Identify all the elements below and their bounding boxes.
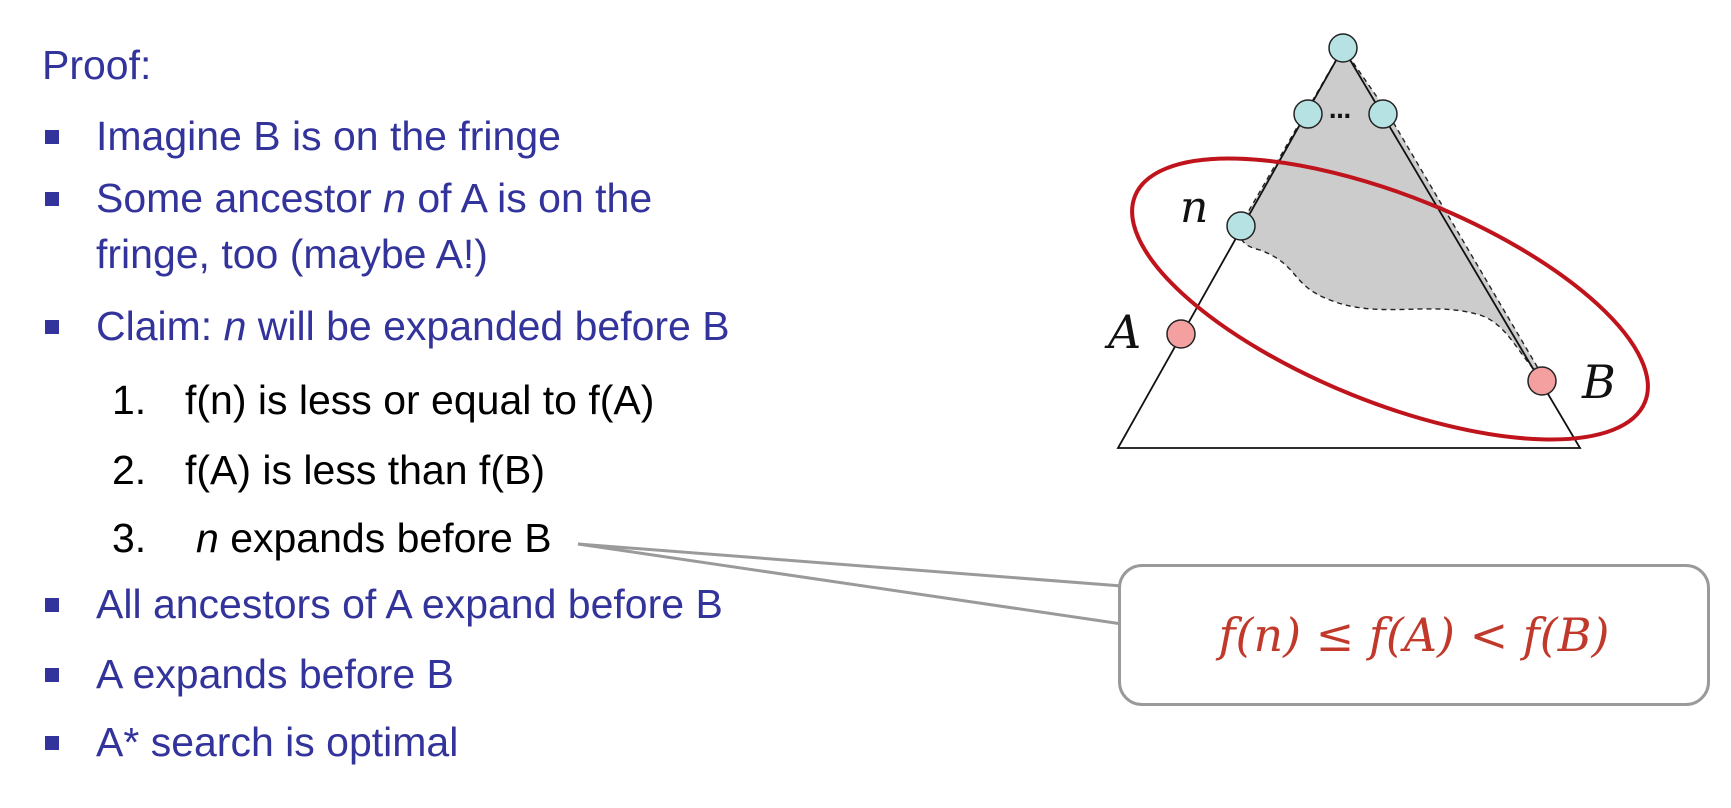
step-3-text: n expands before B xyxy=(196,510,552,567)
label-b: B xyxy=(1581,355,1616,409)
proof-bullets: Imagine B is on the fringe Some ancestor… xyxy=(0,0,820,808)
bullet-text: of A is on the xyxy=(405,175,653,221)
node-a xyxy=(1166,319,1196,349)
bullet-square-icon xyxy=(45,736,59,750)
explored-node xyxy=(1293,99,1323,129)
var-n: n xyxy=(383,175,406,221)
fringe-ellipse xyxy=(1130,156,1650,442)
proof-heading: Proof: xyxy=(42,42,152,88)
step-number: 1. xyxy=(112,377,147,423)
bullet-ancestor-line2: fringe, too (maybe A!) xyxy=(96,231,488,277)
bullet-ancestor: Some ancestor n of A is on the xyxy=(96,170,652,227)
tree-triangle xyxy=(1116,46,1582,449)
bullet-a-expands: A expands before B xyxy=(96,651,454,697)
step-1-text: f(n) is less or equal to f(A) xyxy=(185,377,655,423)
bullet-square-icon xyxy=(45,130,59,144)
step-number: 3. xyxy=(112,515,147,561)
bullet-all-ancestors: All ancestors of A expand before B xyxy=(96,581,723,627)
label-n: n xyxy=(1180,182,1208,233)
var-n: n xyxy=(196,515,219,561)
root-node xyxy=(1328,33,1358,63)
node-n xyxy=(1226,211,1256,241)
inequality-callout: f(n) ≤ f(A) < f(B) xyxy=(1118,564,1710,706)
explored-node xyxy=(1368,99,1398,129)
explored-region xyxy=(1239,46,1546,381)
callout-connector-line xyxy=(577,542,1123,626)
inequality-formula: f(n) ≤ f(A) < f(B) xyxy=(1218,608,1610,662)
step-2-text: f(A) is less than f(B) xyxy=(185,447,545,493)
step-number: 2. xyxy=(112,447,147,493)
bullet-square-icon xyxy=(45,320,59,334)
bullet-square-icon xyxy=(45,668,59,682)
bullet-text: Claim: xyxy=(96,303,224,349)
bullet-square-icon xyxy=(45,598,59,612)
bullet-claim: Claim: n will be expanded before B xyxy=(96,298,730,355)
bullet-square-icon xyxy=(45,192,59,206)
bullet-optimal: A* search is optimal xyxy=(96,719,459,765)
ellipsis-label: … xyxy=(1329,99,1351,124)
step-text: expands before B xyxy=(218,515,552,561)
callout-connector-line xyxy=(577,542,1123,588)
node-b xyxy=(1527,366,1557,396)
label-a: A xyxy=(1104,305,1141,359)
bullet-text: will be expanded before B xyxy=(246,303,730,349)
bullet-text: Some ancestor xyxy=(96,175,384,221)
bullet-fringe: Imagine B is on the fringe xyxy=(96,113,561,159)
var-n: n xyxy=(223,303,247,349)
